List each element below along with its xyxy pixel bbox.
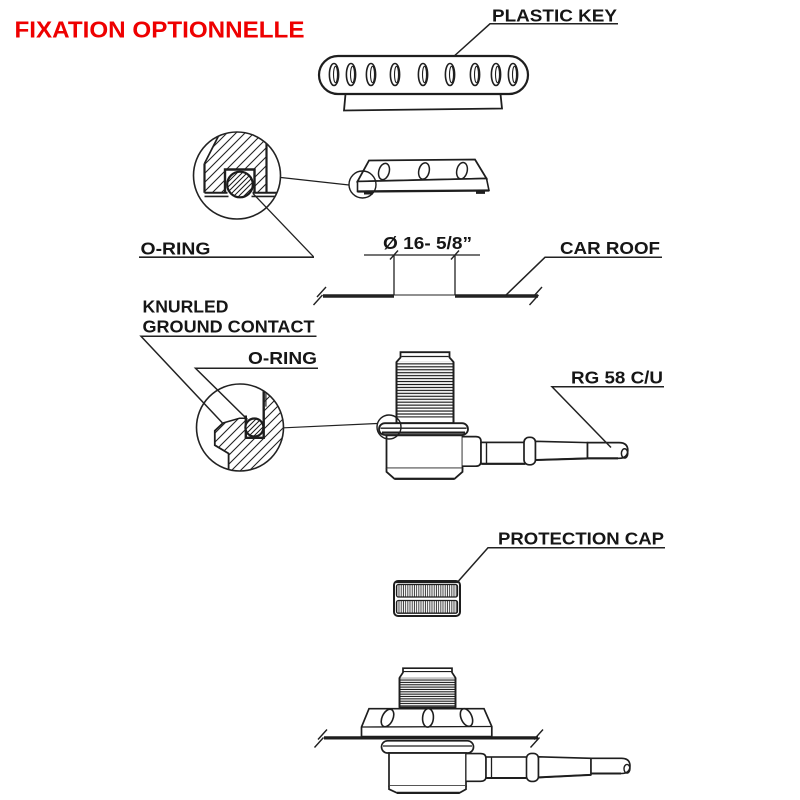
svg-text:Ø 16- 5/8”: Ø 16- 5/8” xyxy=(383,233,472,253)
svg-text:PLASTIC KEY: PLASTIC KEY xyxy=(492,6,617,26)
svg-text:RG 58 C/U: RG 58 C/U xyxy=(571,368,663,388)
svg-text:O-RING: O-RING xyxy=(141,239,211,259)
svg-text:CAR ROOF: CAR ROOF xyxy=(560,238,660,258)
svg-text:PROTECTION CAP: PROTECTION CAP xyxy=(498,529,664,549)
svg-text:GROUND CONTACT: GROUND CONTACT xyxy=(143,317,315,337)
svg-text:KNURLED: KNURLED xyxy=(143,297,229,317)
svg-text:O-RING: O-RING xyxy=(248,348,317,368)
svg-text:FIXATION OPTIONNELLE: FIXATION OPTIONNELLE xyxy=(15,17,305,43)
